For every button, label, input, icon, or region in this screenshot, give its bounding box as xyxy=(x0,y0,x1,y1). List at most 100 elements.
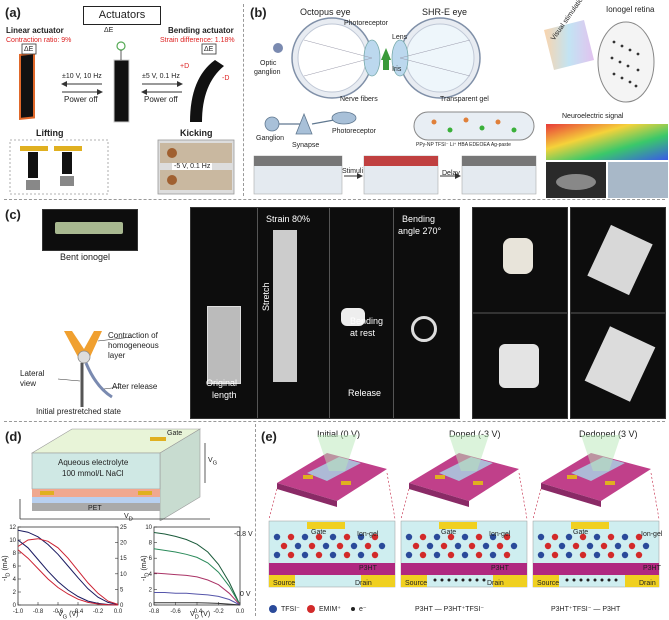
y-tick-label: 8 xyxy=(149,541,153,547)
zoom-line-right xyxy=(387,473,395,519)
iongel-label-1: Ion-gel xyxy=(357,531,378,538)
electron xyxy=(580,579,583,582)
electron xyxy=(462,579,465,582)
emim-ion xyxy=(580,552,586,558)
stimuli-label: Stimuli xyxy=(342,168,363,175)
bend-photo-3 xyxy=(472,313,568,419)
tfsi-ion xyxy=(406,552,412,558)
tfsi-ion xyxy=(295,543,301,549)
emim-ion xyxy=(476,534,482,540)
iris-label: Iris xyxy=(392,66,401,73)
drain-pad xyxy=(605,481,615,485)
tfsi-ion xyxy=(330,534,336,540)
emim-ion xyxy=(601,543,607,549)
minus-d: -D xyxy=(222,75,229,82)
emim-ion xyxy=(288,552,294,558)
electrode-layer xyxy=(32,497,160,503)
y2-tick-label: 10 xyxy=(120,572,127,578)
lift-weight-1 xyxy=(26,180,40,190)
arrow2-bot: Power off xyxy=(144,96,178,104)
series-line-3 xyxy=(18,540,118,605)
p3ht-label-2: P3HT xyxy=(491,565,509,572)
tfsi-ion xyxy=(622,552,628,558)
tfsi-ion xyxy=(622,534,628,540)
bending-actuator-strip xyxy=(190,60,224,122)
electron xyxy=(615,579,618,582)
right-yunit: (mA) xyxy=(141,555,148,572)
y-tick-label: 12 xyxy=(9,525,16,531)
y-tick-label: 4 xyxy=(13,577,17,583)
photoreceptor2-label: Photoreceptor xyxy=(332,128,376,135)
optic-label: Optic xyxy=(260,60,276,67)
ganglion-label: Ganglion xyxy=(256,135,284,142)
source-pad xyxy=(567,475,577,479)
source-pad xyxy=(303,475,313,479)
ionogel-retina-label: Ionogel retina xyxy=(606,6,654,14)
initial-state-label: Initial prestretched state xyxy=(36,408,121,416)
electron xyxy=(476,579,479,582)
zoom-line-right xyxy=(651,473,659,519)
kicking-label: Kicking xyxy=(180,129,213,138)
bending-angle-label-2: angle 270° xyxy=(398,227,441,236)
strain-label: Strain 80% xyxy=(266,215,310,224)
p3ht-label-3: P3HT xyxy=(643,565,661,572)
tfsi-ion xyxy=(566,534,572,540)
emim-ion xyxy=(337,543,343,549)
emim-ion xyxy=(573,543,579,549)
bending-angle-label-1: Bending xyxy=(402,215,435,224)
lift-strip-2 xyxy=(62,152,72,174)
iongel-label-3: Ion-gel xyxy=(641,531,662,538)
tfsi-ion xyxy=(274,552,280,558)
released-strip xyxy=(86,363,112,397)
x-tick-label: 0.0 xyxy=(236,609,245,615)
tfsi-ion xyxy=(427,543,433,549)
tfsi-ion xyxy=(643,543,649,549)
retina-bw-photo-2 xyxy=(608,162,668,198)
legend-tfsi-marker xyxy=(269,605,277,613)
plus-d: +D xyxy=(180,63,189,70)
pet-label: PET xyxy=(88,505,102,512)
tfsi-ion xyxy=(490,552,496,558)
tfsi-ion xyxy=(483,543,489,549)
tfsi-ion xyxy=(455,543,461,549)
source-label-1: Source xyxy=(273,580,295,587)
y2-tick-label: 5 xyxy=(120,587,124,593)
light-arrow xyxy=(381,48,391,60)
tfsi-ion xyxy=(538,552,544,558)
x-tick-label: 0.0 xyxy=(114,609,123,615)
emim-ion xyxy=(629,543,635,549)
tfsi-ion xyxy=(434,534,440,540)
drain-pad xyxy=(473,481,483,485)
y2-tick-label: 15 xyxy=(120,556,127,562)
curve-bot-label: 0 V xyxy=(240,591,251,598)
y2-tick-label: 20 xyxy=(120,541,127,547)
electron xyxy=(448,579,451,582)
zoom-line-right xyxy=(519,473,527,519)
bend-photo-4 xyxy=(570,313,666,419)
lift-weight-2 xyxy=(60,176,74,186)
x-tick-label: -1.0 xyxy=(13,609,24,615)
bending-rest-label-2: at rest xyxy=(350,329,375,338)
bending-rest-label-1: Bending xyxy=(350,317,383,326)
x-tick-label: -0.8 xyxy=(33,609,44,615)
gate-label-1: Gate xyxy=(311,529,326,536)
legend-emim: EMIM⁺ xyxy=(319,606,341,613)
view-label: view xyxy=(20,380,36,388)
device-schematic xyxy=(0,423,255,521)
zoom-gate xyxy=(571,522,609,529)
emim-ion xyxy=(365,543,371,549)
tfsi-ion xyxy=(594,534,600,540)
emim-ion xyxy=(288,534,294,540)
ganglion-cell xyxy=(265,117,279,131)
y2-tick-label: 25 xyxy=(120,525,127,531)
left-ylabel-main: -I xyxy=(2,577,9,581)
optic-ganglion xyxy=(273,43,283,53)
contraction-label: Contraction of xyxy=(108,332,158,340)
vd-sub: D xyxy=(129,516,133,522)
materials-legend: PPy-NP TFSI⁻ Li⁺ HBA EDEOEA Ag-paste xyxy=(416,143,511,148)
neuroelectric-label: Neuroelectric signal xyxy=(562,113,623,120)
tfsi-ion xyxy=(379,543,385,549)
gate-label-3: Gate xyxy=(573,529,588,536)
nerve-fibers-label: Nerve fibers xyxy=(340,96,378,103)
